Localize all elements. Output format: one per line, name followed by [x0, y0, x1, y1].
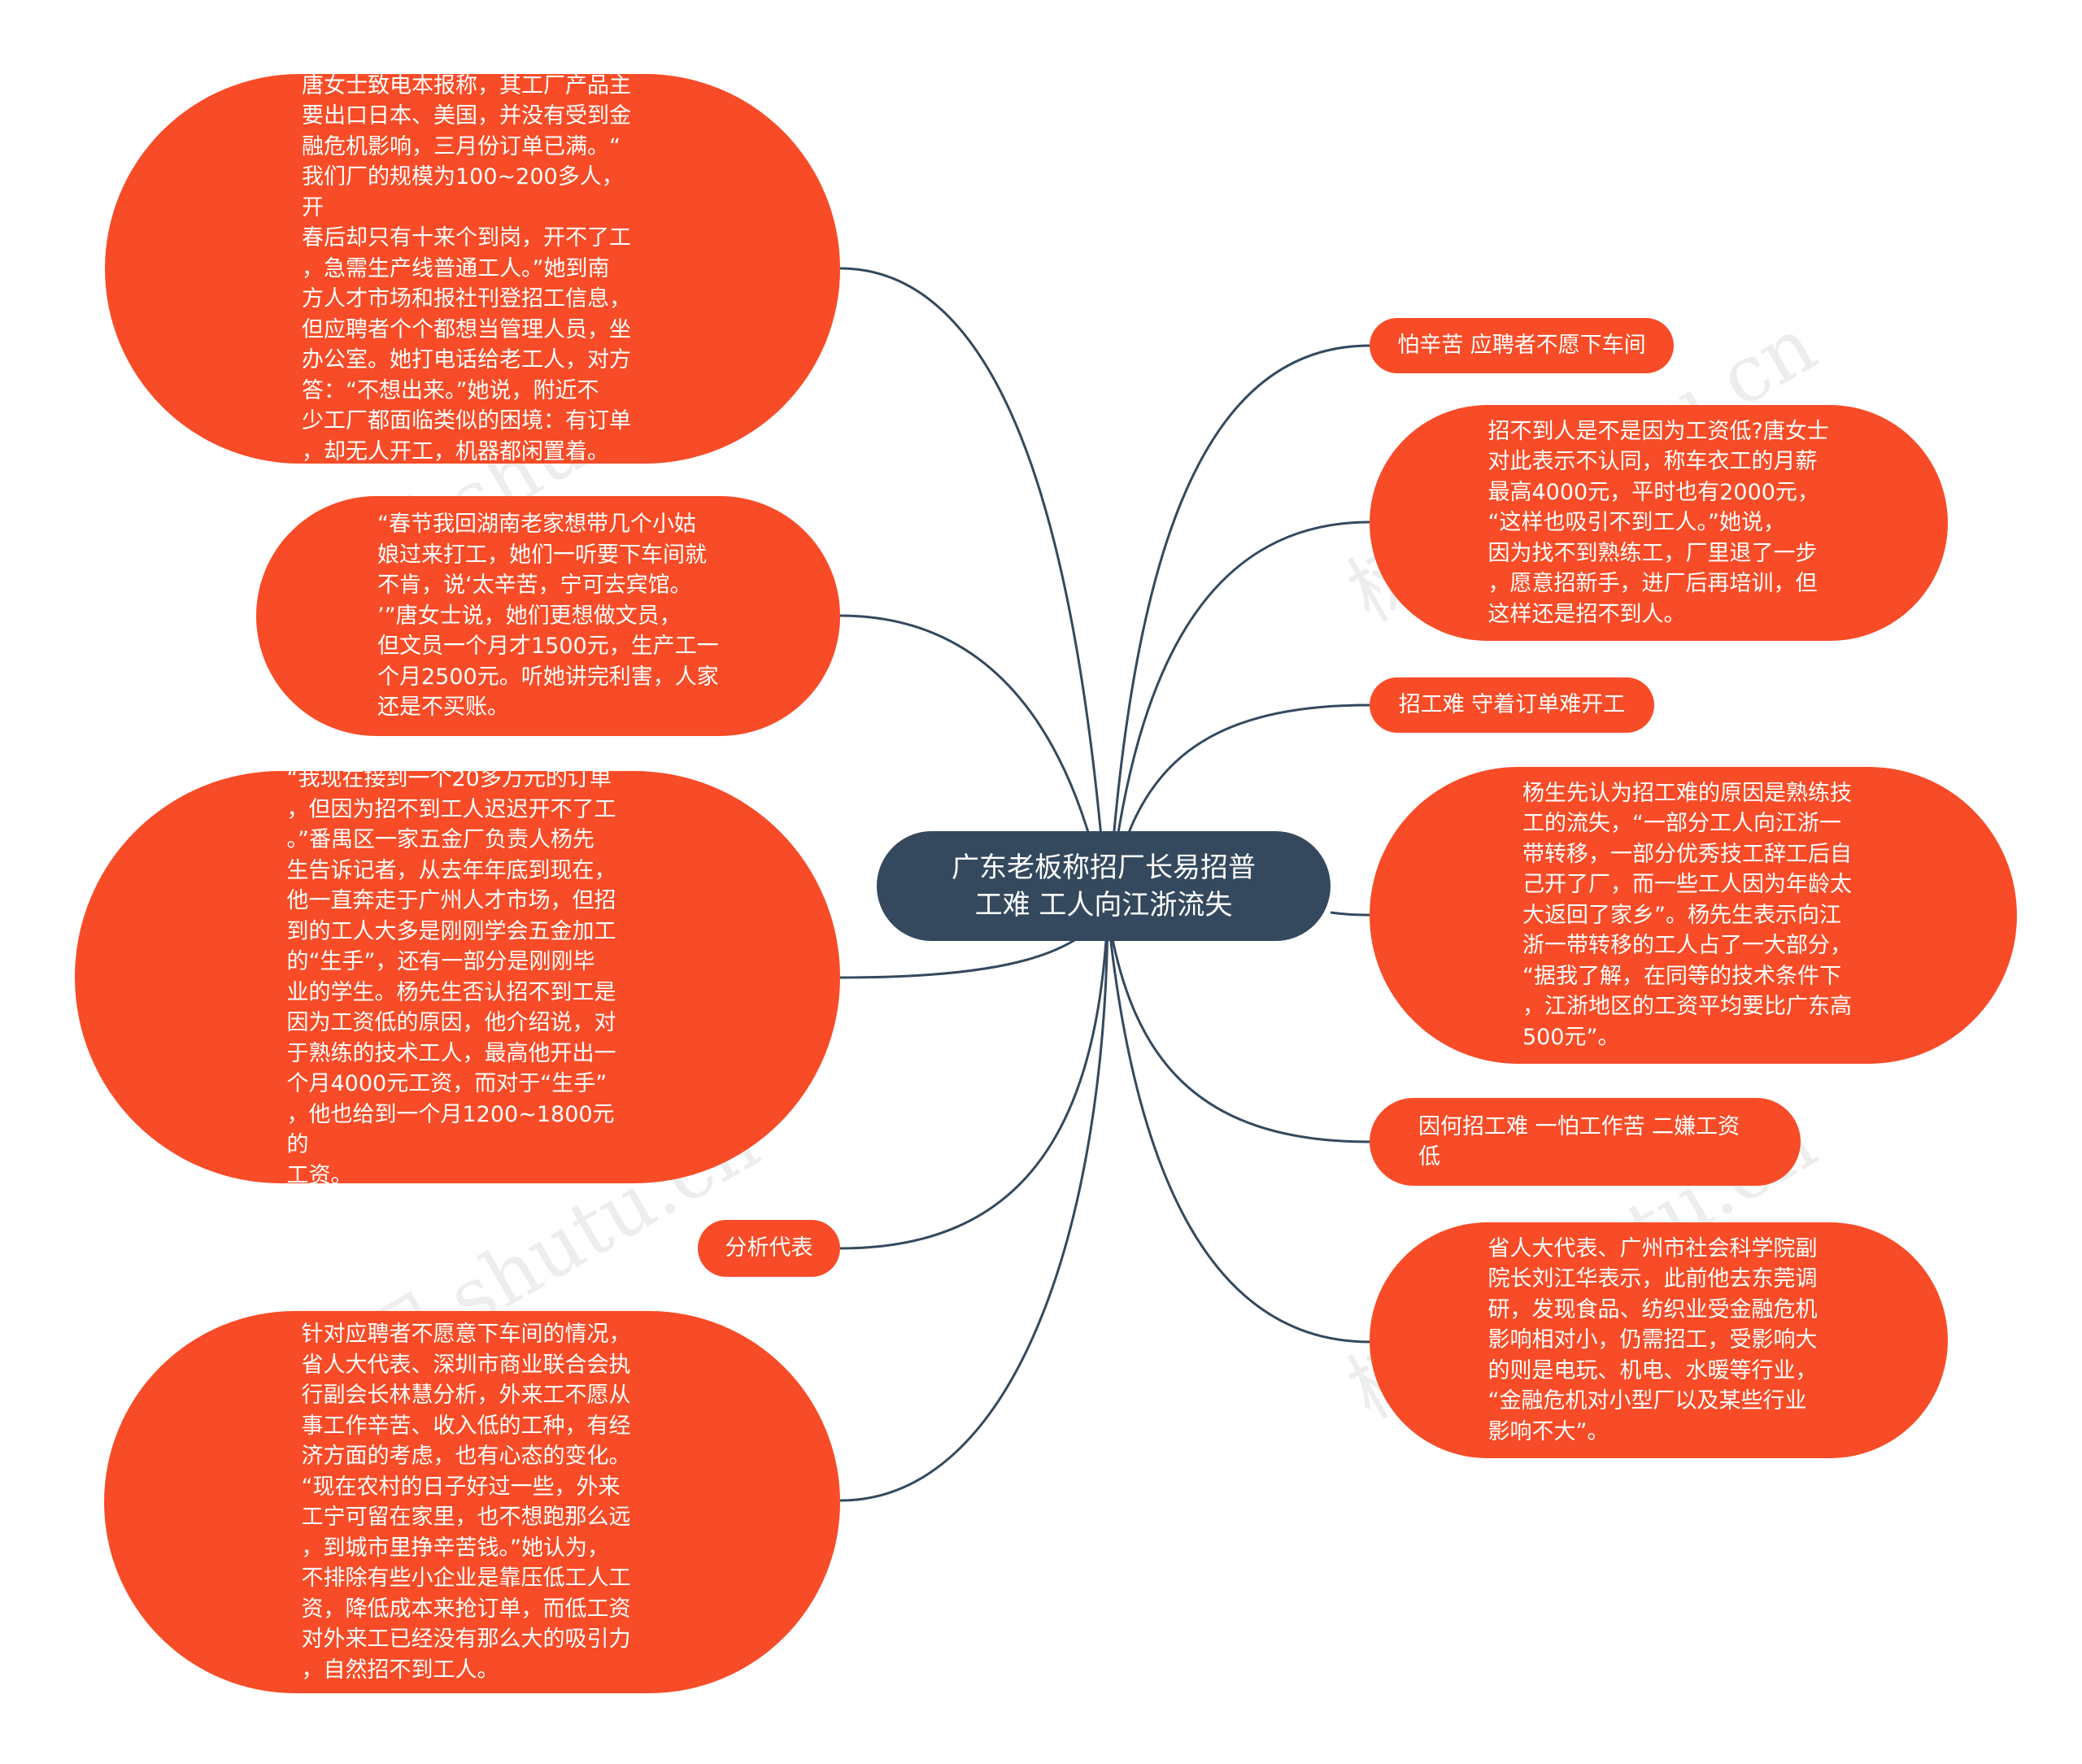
connector-right-2 — [1106, 520, 1370, 913]
node-text: 分析代表 — [725, 1235, 813, 1261]
node-text: “我现在接到一个20多万元的订单 ，但因为招不到工人迟迟开不了工 。”番禺区一家… — [286, 766, 616, 1188]
node-text: 针对应聘者不愿意下车间的情况， 省人大代表、深圳市商业联合会执 行副会长林慧分析… — [301, 1322, 631, 1683]
node-text: 怕辛苦 应聘者不愿下车间 — [1397, 333, 1646, 359]
right-node-2[interactable]: 招不到人是不是因为工资低?唐女士 对此表示不认同，称车衣工的月薪 最高4000元… — [1370, 405, 1948, 641]
left-node-2[interactable]: “春节我回湖南老家想带几个小姑 娘过来打工，她们一听要下车间就 不肯，说‘太辛苦… — [256, 496, 840, 736]
left-node-5[interactable]: 针对应聘者不愿意下车间的情况， 省人大代表、深圳市商业联合会执 行副会长林慧分析… — [104, 1311, 840, 1693]
central-topic-text: 广东老板称招厂长易招普 工难 工人向江浙流失 — [952, 851, 1256, 921]
right-node-5[interactable]: 因何招工难 一怕工作苦 二嫌工资 低 — [1370, 1098, 1801, 1186]
connector-right-4 — [1330, 911, 1370, 917]
right-node-1[interactable]: 怕辛苦 应聘者不愿下车间 — [1370, 318, 1674, 373]
node-text: 省人大代表、广州市社会科学院副 院长刘江华表示，此前他去东莞调 研，发现食品、纺… — [1487, 1235, 1818, 1444]
connector-right-1 — [1106, 344, 1370, 913]
left-node-3[interactable]: “我现在接到一个20多万元的订单 ，但因为招不到工人迟迟开不了工 。”番禺区一家… — [75, 766, 840, 1188]
node-text: 因何招工难 一怕工作苦 二嫌工资 低 — [1418, 1113, 1740, 1170]
left-node-1[interactable]: 唐女士致电本报称，其工厂产品主 要出口日本、美国，并没有受到金 融危机影响，三月… — [105, 73, 840, 464]
node-text: “春节我回湖南老家想带几个小姑 娘过来打工，她们一听要下车间就 不肯，说‘太辛苦… — [377, 512, 719, 721]
node-text: 招工难 守着订单难开工 — [1398, 692, 1626, 718]
connector-left-5 — [839, 912, 1109, 1502]
right-node-3[interactable]: 招工难 守着订单难开工 — [1370, 677, 1654, 733]
connector-left-1 — [839, 267, 1109, 913]
right-node-6[interactable]: 省人大代表、广州市社会科学院副 院长刘江华表示，此前他去东莞调 研，发现食品、纺… — [1370, 1222, 1948, 1458]
node-text: 招不到人是不是因为工资低?唐女士 对此表示不认同，称车衣工的月薪 最高4000元… — [1487, 418, 1829, 627]
left-node-analysis-rep[interactable]: 分析代表 — [698, 1220, 840, 1277]
connector-left-4 — [839, 912, 1109, 1250]
connector-right-6 — [1106, 912, 1370, 1344]
node-text: 杨生先认为招工难的原因是熟练技 工的流失，“一部分工人向江浙一 带转移，一部分优… — [1522, 780, 1852, 1050]
central-topic-node[interactable]: 广东老板称招厂长易招普 工难 工人向江浙流失 — [877, 831, 1331, 941]
right-node-4[interactable]: 杨生先认为招工难的原因是熟练技 工的流失，“一部分工人向江浙一 带转移，一部分优… — [1370, 767, 2017, 1064]
connector-right-5 — [1106, 912, 1370, 1143]
node-text: 唐女士致电本报称，其工厂产品主 要出口日本、美国，并没有受到金 融危机影响，三月… — [302, 72, 631, 464]
